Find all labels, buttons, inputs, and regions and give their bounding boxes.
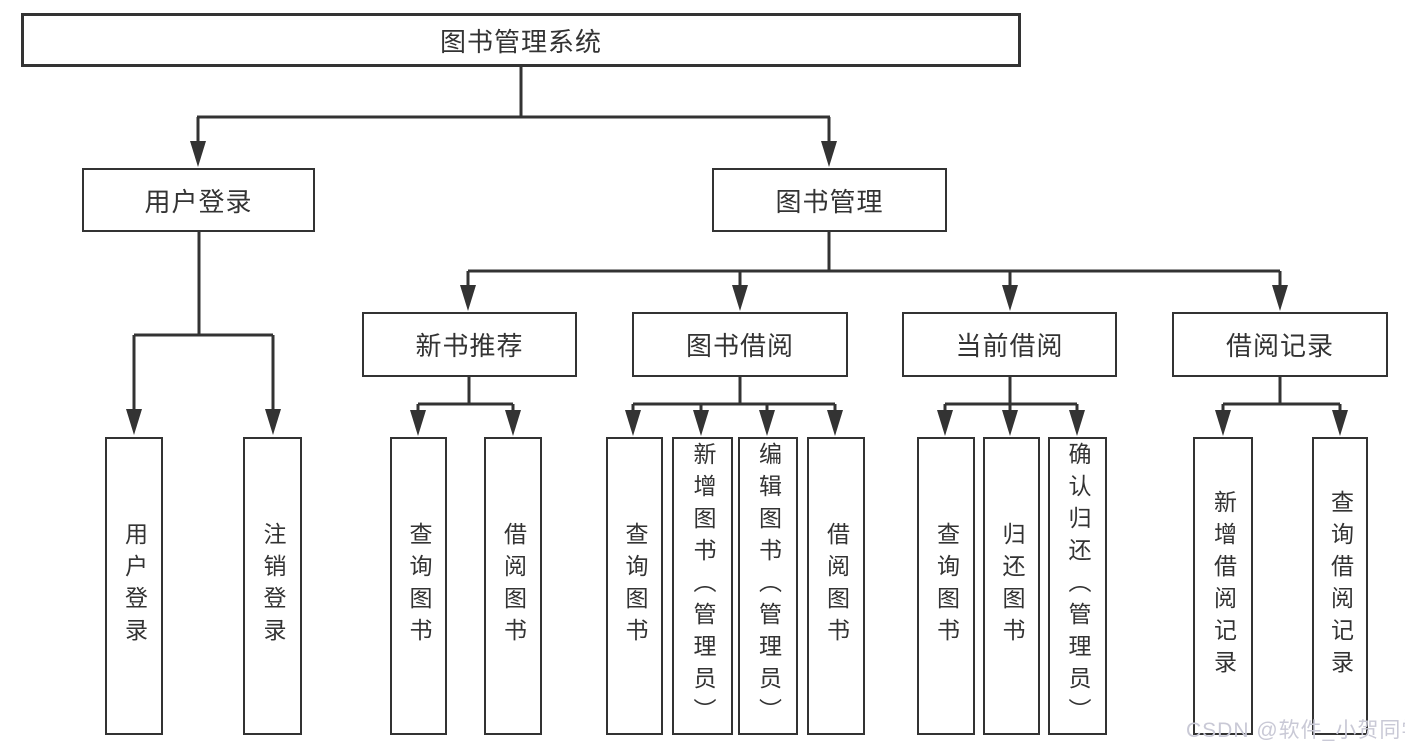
arrowhead [1215,410,1231,436]
leaf-query-books-borrow-label: 查询图书 [622,522,648,650]
connector-new-book-branch [416,377,515,411]
arrowhead [1332,410,1348,436]
leaf-query-borrow-record: 查询借阅记录 [1312,437,1368,735]
leaf-logout: 注销登录 [243,437,302,735]
arrowhead [625,410,641,436]
arrowhead [693,410,709,436]
leaf-query-books-current: 查询图书 [917,437,975,735]
arrowhead [505,410,521,436]
leaf-edit-book-admin-label: 编辑图书（管理员） [755,442,782,730]
leaf-add-borrow-record: 新增借阅记录 [1193,437,1253,735]
node-user-login-label: 用户登录 [144,186,253,217]
arrowhead [190,141,206,167]
arrowhead [827,410,843,436]
leaf-query-borrow-record-label: 查询借阅记录 [1327,490,1354,682]
leaf-borrow-books-label: 借阅图书 [823,522,850,650]
arrowhead [759,410,775,436]
arrowhead [1069,410,1085,436]
arrowhead [410,410,426,436]
leaf-borrow-books: 借阅图书 [807,437,865,735]
leaf-add-book-admin: 新增图书（管理员） [672,437,733,735]
node-book-management-label: 图书管理 [775,186,884,217]
arrowhead [732,285,748,311]
node-book-borrow: 图书借阅 [632,312,848,377]
node-new-book-recommend: 新书推荐 [362,312,577,377]
watermark: CSDN @软件_小贺同学 [1186,719,1405,742]
leaf-query-books-recommend: 查询图书 [390,437,447,735]
leaf-user-login-label: 用户登录 [121,522,148,650]
arrowhead [821,141,837,167]
arrowhead [265,409,281,435]
leaf-confirm-return-admin-label: 确认归还（管理员） [1065,442,1091,730]
leaf-query-books-borrow: 查询图书 [606,437,663,735]
node-new-book-recommend-label: 新书推荐 [415,331,524,361]
leaf-return-book-label: 归还图书 [999,522,1025,650]
leaf-user-login: 用户登录 [105,437,163,735]
node-borrow-records: 借阅记录 [1172,312,1388,377]
node-book-management: 图书管理 [712,168,947,232]
leaf-confirm-return-admin: 确认归还（管理员） [1048,437,1107,735]
connector-root-to-level2 [196,67,831,142]
leaf-return-book: 归还图书 [983,437,1040,735]
connector-user-login-branch [132,232,275,410]
leaf-query-books-current-label: 查询图书 [933,522,960,650]
arrowhead [1002,285,1018,311]
leaf-add-book-admin-label: 新增图书（管理员） [690,442,716,730]
node-current-borrow: 当前借阅 [902,312,1117,377]
node-borrow-records-label: 借阅记录 [1225,331,1334,361]
arrowheads [126,141,1348,436]
connector-current-borrow-branch [943,377,1079,411]
arrowhead [1272,285,1288,311]
node-current-borrow-label: 当前借阅 [955,331,1064,361]
connector-book-borrow-branch [631,377,837,411]
leaf-query-books-recommend-label: 查询图书 [406,522,432,650]
node-root-label: 图书管理系统 [439,26,602,57]
leaf-logout-label: 注销登录 [260,522,286,650]
leaf-borrow-books-recommend: 借阅图书 [484,437,542,735]
leaf-edit-book-admin: 编辑图书（管理员） [738,437,798,735]
arrowhead [1002,410,1018,436]
node-library-management-system: 图书管理系统 [21,13,1021,67]
node-user-login: 用户登录 [82,168,315,232]
node-book-borrow-label: 图书借阅 [685,331,794,361]
connector-book-management-branch [466,232,1282,286]
arrowhead [460,285,476,311]
leaf-add-borrow-record-label: 新增借阅记录 [1210,490,1237,682]
leaf-borrow-books-recommend-label: 借阅图书 [500,522,527,650]
arrowhead [937,410,953,436]
arrowhead [126,409,142,435]
connector-borrow-record-branch [1221,377,1342,411]
